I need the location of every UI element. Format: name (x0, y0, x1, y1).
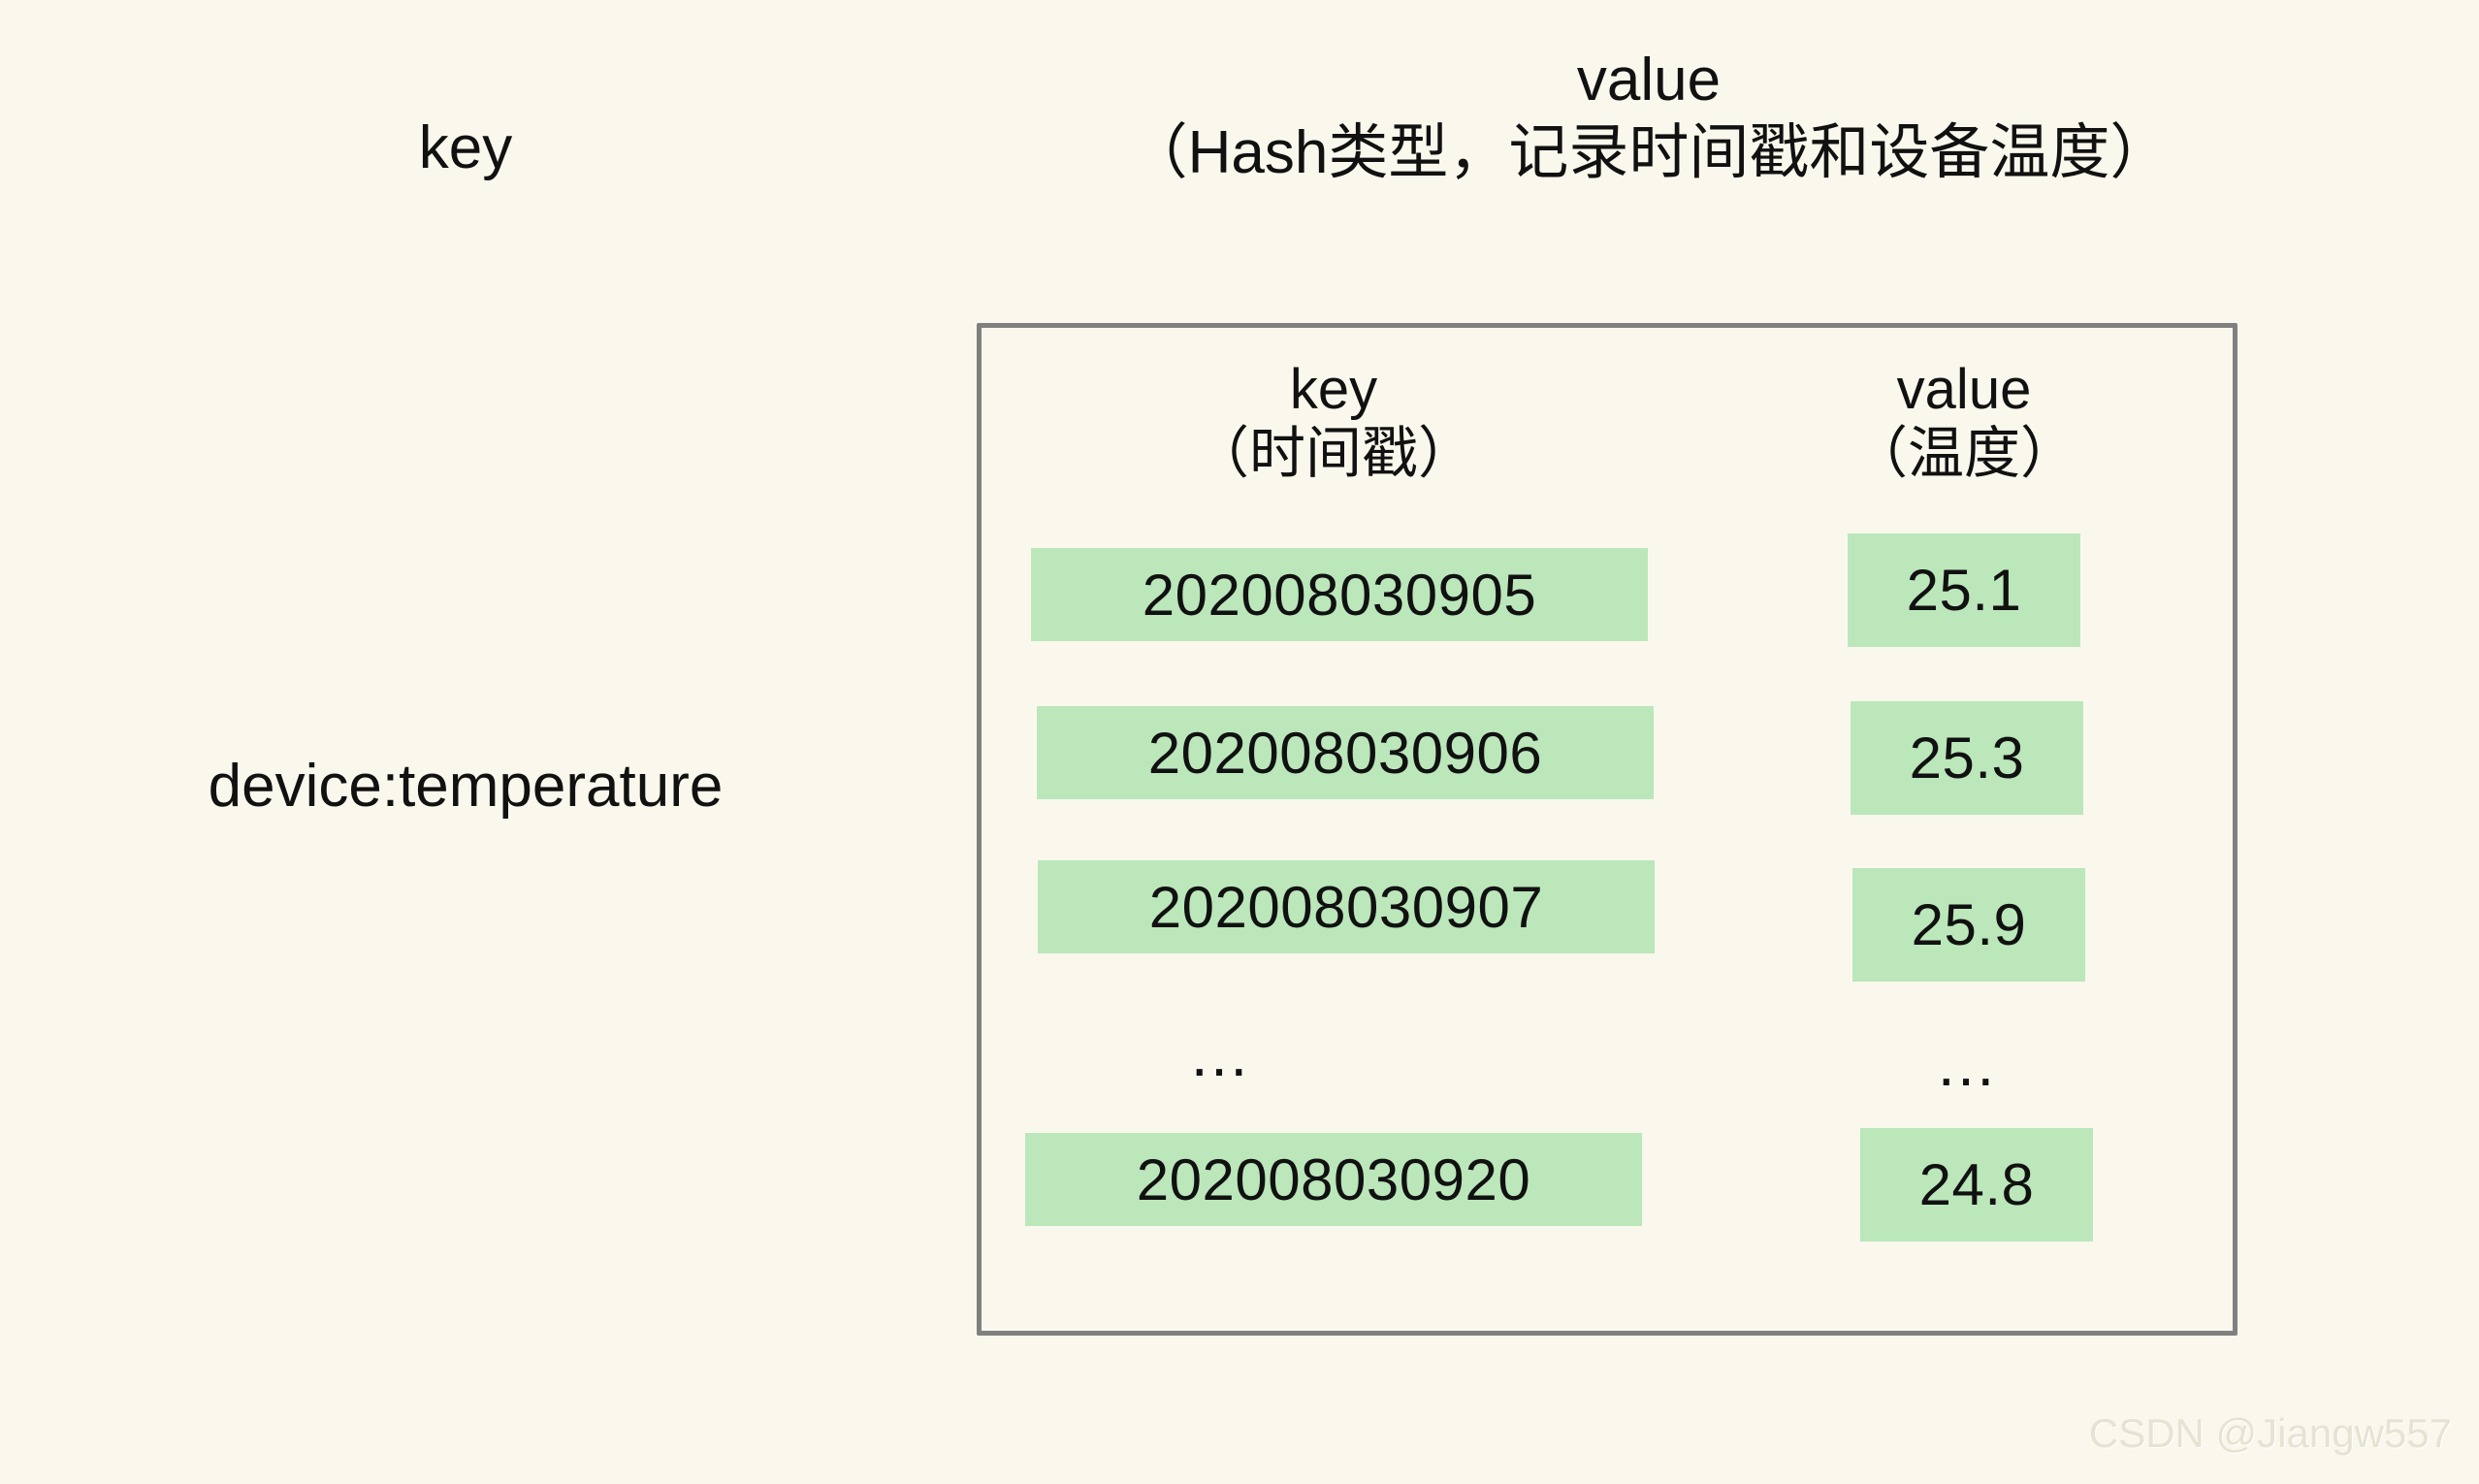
top-value-heading: value (1576, 47, 1722, 113)
column-header-value: value （温度） (1823, 359, 2105, 485)
table-row-value-cell: 25.1 (1848, 533, 2080, 647)
column-header-key: key （时间戳） (1023, 359, 1644, 485)
top-key-heading: key (418, 114, 513, 181)
key-column-ellipsis: … (1188, 1019, 1256, 1089)
column-header-value-sub: （温度） (1851, 421, 2077, 485)
table-row-key-cell: 202008030907 (1038, 860, 1655, 953)
value-column-ellipsis: … (1935, 1029, 2003, 1099)
table-row-value-cell: 24.8 (1860, 1128, 2093, 1242)
table-row-key-cell: 202008030920 (1025, 1133, 1642, 1226)
hash-container-box (977, 323, 2238, 1336)
top-value-heading-group: value （Hash类型，记录时间戳和设备温度） (970, 47, 2328, 187)
column-header-key-sub: （时间戳） (1192, 421, 1474, 485)
top-value-subheading: （Hash类型，记录时间戳和设备温度） (1127, 119, 2171, 187)
column-header-value-title: value (1896, 358, 2032, 421)
table-row-value-cell: 25.3 (1851, 701, 2083, 815)
watermark: CSDN @Jiangw557 (2088, 1410, 2452, 1456)
column-header-key-title: key (1289, 358, 1378, 421)
table-row-key-cell: 202008030906 (1037, 706, 1654, 799)
table-row-value-cell: 25.9 (1852, 868, 2085, 982)
table-row-key-cell: 202008030905 (1031, 548, 1648, 641)
key-value-device-temperature: device:temperature (208, 753, 724, 820)
